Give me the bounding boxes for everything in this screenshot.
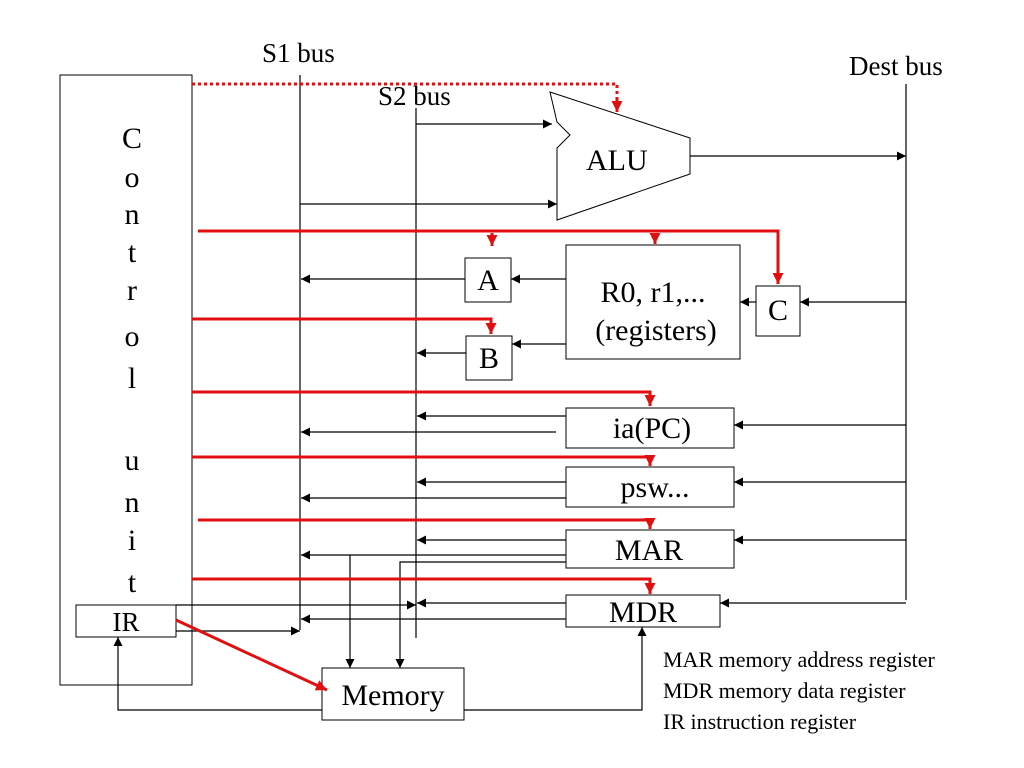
ir-box	[75, 604, 177, 638]
memory-label: Memory	[341, 679, 444, 712]
control-unit-letter: o	[125, 320, 140, 353]
s2-bus-label: S2 bus	[378, 81, 451, 111]
legend-item: MAR memory address register	[663, 647, 936, 672]
register-c-label: C	[768, 294, 788, 327]
legend-item: IR instruction register	[663, 709, 857, 734]
mdr-box	[565, 594, 721, 628]
ia-pc-label: ia(PC)	[613, 412, 691, 445]
control-unit-letter: o	[125, 161, 140, 194]
control-unit-letter: n	[125, 486, 140, 519]
register-file-label-line2: (registers)	[595, 314, 717, 347]
mar-box	[565, 529, 735, 569]
register-b-label: B	[479, 342, 499, 375]
psw-box	[565, 466, 735, 508]
register-a-label: A	[477, 264, 499, 297]
legend-item: MDR memory data register	[663, 678, 906, 703]
control-unit-letter: i	[128, 524, 136, 557]
mar-label: MAR	[615, 534, 683, 567]
psw-label: psw...	[621, 471, 690, 504]
control-unit-letter: t	[128, 566, 137, 599]
control-unit-letter: C	[122, 122, 142, 155]
data-wires	[113, 119, 906, 711]
control-unit-letter: u	[125, 444, 140, 477]
control-unit-box	[59, 74, 193, 686]
ia-pc-box	[565, 407, 735, 449]
control-signal-lines	[175, 82, 784, 692]
dest-bus-label: Dest bus	[849, 51, 943, 81]
ir-label: IR	[113, 607, 140, 637]
control-unit-letter: r	[127, 274, 137, 307]
abbreviation-legend: MAR memory address register MDR memory d…	[663, 647, 936, 734]
mdr-label: MDR	[609, 596, 677, 629]
memory-box	[321, 667, 465, 721]
control-unit-letter: t	[128, 236, 137, 269]
control-unit-label: C o n t r o l u n i t	[122, 122, 142, 599]
control-unit-letter: n	[125, 198, 140, 231]
s1-bus-label: S1 bus	[262, 38, 335, 68]
register-c-box	[755, 285, 801, 337]
register-file-label-line1: R0, r1,...	[601, 276, 706, 309]
register-file-box	[565, 244, 741, 360]
register-a-box	[464, 257, 512, 303]
control-unit-letter: l	[128, 362, 136, 395]
register-b-box	[465, 335, 513, 381]
alu-shape	[549, 91, 691, 221]
alu-label: ALU	[586, 144, 648, 177]
